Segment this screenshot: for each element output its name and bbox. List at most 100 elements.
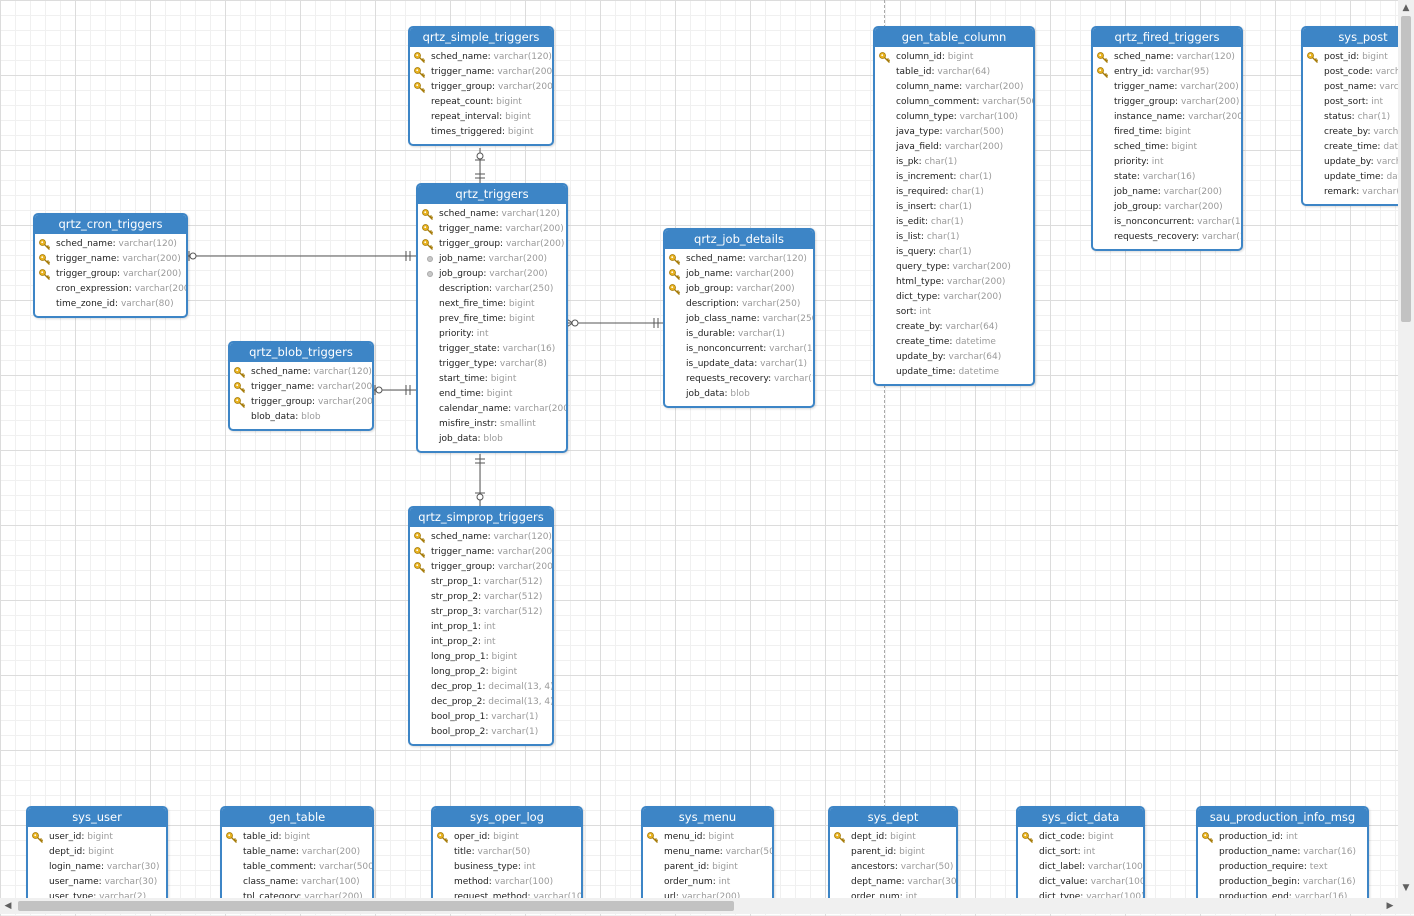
column-row[interactable]: dept_name: varchar(30) (830, 875, 956, 890)
column-row[interactable]: url: varchar(200) (643, 890, 772, 898)
horizontal-scroll-thumb[interactable] (18, 901, 734, 911)
column-row[interactable]: user_id: bigint (28, 830, 166, 845)
column-row[interactable]: class_name: varchar(100) (222, 875, 372, 890)
column-row[interactable]: post_code: varchar(64) (1303, 65, 1398, 80)
column-row[interactable]: is_edit: char(1) (875, 215, 1033, 230)
column-row[interactable]: production_end: varchar(16) (1198, 890, 1367, 898)
column-row[interactable]: html_type: varchar(200) (875, 275, 1033, 290)
column-row[interactable]: cron_expression: varchar(200) (35, 282, 186, 297)
column-row[interactable]: title: varchar(50) (433, 845, 581, 860)
column-row[interactable]: column_comment: varchar(500) (875, 95, 1033, 110)
column-row[interactable]: column_id: bigint (875, 50, 1033, 65)
column-row[interactable]: post_name: varchar(50) (1303, 80, 1398, 95)
column-row[interactable]: start_time: bigint (418, 372, 566, 387)
column-row[interactable]: create_by: varchar(64) (1303, 125, 1398, 140)
scroll-up-arrow-icon[interactable]: ▲ (1402, 3, 1410, 13)
column-row[interactable]: order_num: int (830, 890, 956, 898)
column-row[interactable]: table_comment: varchar(500) (222, 860, 372, 875)
column-row[interactable]: method: varchar(100) (433, 875, 581, 890)
column-row[interactable]: is_increment: char(1) (875, 170, 1033, 185)
column-row[interactable]: priority: int (1093, 155, 1241, 170)
column-row[interactable]: job_data: blob (418, 432, 566, 447)
column-row[interactable]: column_type: varchar(100) (875, 110, 1033, 125)
column-row[interactable]: sched_name: varchar(120) (665, 252, 813, 267)
column-row[interactable]: post_sort: int (1303, 95, 1398, 110)
column-row[interactable]: trigger_name: varchar(200) (230, 380, 372, 395)
column-row[interactable]: menu_id: bigint (643, 830, 772, 845)
column-row[interactable]: column_name: varchar(200) (875, 80, 1033, 95)
column-row[interactable]: priority: int (418, 327, 566, 342)
column-row[interactable]: sched_name: varchar(120) (1093, 50, 1241, 65)
column-row[interactable]: trigger_type: varchar(8) (418, 357, 566, 372)
column-row[interactable]: requests_recovery: varchar(1) (665, 372, 813, 387)
column-row[interactable]: trigger_name: varchar(200) (410, 65, 552, 80)
column-row[interactable]: table_id: varchar(64) (875, 65, 1033, 80)
scroll-down-arrow-icon[interactable]: ▼ (1402, 883, 1410, 893)
column-row[interactable]: business_type: int (433, 860, 581, 875)
column-row[interactable]: time_zone_id: varchar(80) (35, 297, 186, 312)
column-row[interactable]: trigger_group: varchar(200) (35, 267, 186, 282)
column-row[interactable]: blob_data: blob (230, 410, 372, 425)
column-row[interactable]: remark: varchar(500) (1303, 185, 1398, 200)
column-row[interactable]: next_fire_time: bigint (418, 297, 566, 312)
column-row[interactable]: java_field: varchar(200) (875, 140, 1033, 155)
column-row[interactable]: dict_type: varchar(100) (1018, 890, 1143, 898)
column-row[interactable]: update_by: varchar(64) (1303, 155, 1398, 170)
column-row[interactable]: is_nonconcurrent: varchar(1) (665, 342, 813, 357)
column-row[interactable]: times_triggered: bigint (410, 125, 552, 140)
column-row[interactable]: update_time: datetime (875, 365, 1033, 380)
column-row[interactable]: job_data: blob (665, 387, 813, 402)
column-row[interactable]: parent_id: bigint (830, 845, 956, 860)
scroll-left-arrow-icon[interactable]: ◀ (4, 901, 12, 911)
column-row[interactable]: sched_name: varchar(120) (230, 365, 372, 380)
column-row[interactable]: trigger_group: varchar(200) (418, 237, 566, 252)
column-row[interactable]: calendar_name: varchar(200) (418, 402, 566, 417)
column-row[interactable]: is_required: char(1) (875, 185, 1033, 200)
column-row[interactable]: request_method: varchar(10) (433, 890, 581, 898)
column-row[interactable]: sort: int (875, 305, 1033, 320)
column-row[interactable]: dict_sort: int (1018, 845, 1143, 860)
column-row[interactable]: job_group: varchar(200) (1093, 200, 1241, 215)
column-row[interactable]: create_time: datetime (875, 335, 1033, 350)
column-row[interactable]: job_group: varchar(200) (418, 267, 566, 282)
column-row[interactable]: is_durable: varchar(1) (665, 327, 813, 342)
column-row[interactable]: trigger_name: varchar(200) (1093, 80, 1241, 95)
column-row[interactable]: bool_prop_2: varchar(1) (410, 725, 552, 740)
column-row[interactable]: trigger_group: varchar(200) (410, 80, 552, 95)
column-row[interactable]: end_time: bigint (418, 387, 566, 402)
column-row[interactable]: state: varchar(16) (1093, 170, 1241, 185)
column-row[interactable]: str_prop_3: varchar(512) (410, 605, 552, 620)
column-row[interactable]: dict_code: bigint (1018, 830, 1143, 845)
column-row[interactable]: trigger_group: varchar(200) (410, 560, 552, 575)
column-row[interactable]: table_id: bigint (222, 830, 372, 845)
column-row[interactable]: instance_name: varchar(200) (1093, 110, 1241, 125)
column-row[interactable]: long_prop_2: bigint (410, 665, 552, 680)
column-row[interactable]: status: char(1) (1303, 110, 1398, 125)
column-row[interactable]: is_pk: char(1) (875, 155, 1033, 170)
column-row[interactable]: production_name: varchar(16) (1198, 845, 1367, 860)
column-row[interactable]: sched_name: varchar(120) (418, 207, 566, 222)
column-row[interactable]: tpl_category: varchar(200) (222, 890, 372, 898)
column-row[interactable]: sched_time: bigint (1093, 140, 1241, 155)
column-row[interactable]: is_nonconcurrent: varchar(1) (1093, 215, 1241, 230)
column-row[interactable]: bool_prop_1: varchar(1) (410, 710, 552, 725)
column-row[interactable]: post_id: bigint (1303, 50, 1398, 65)
column-row[interactable]: is_query: char(1) (875, 245, 1033, 260)
column-row[interactable]: is_insert: char(1) (875, 200, 1033, 215)
column-row[interactable]: is_update_data: varchar(1) (665, 357, 813, 372)
column-row[interactable]: sched_name: varchar(120) (410, 50, 552, 65)
column-row[interactable]: dict_label: varchar(100) (1018, 860, 1143, 875)
scroll-right-arrow-icon[interactable]: ▶ (1386, 901, 1394, 911)
column-row[interactable]: repeat_interval: bigint (410, 110, 552, 125)
column-row[interactable]: user_name: varchar(30) (28, 875, 166, 890)
column-row[interactable]: parent_id: bigint (643, 860, 772, 875)
